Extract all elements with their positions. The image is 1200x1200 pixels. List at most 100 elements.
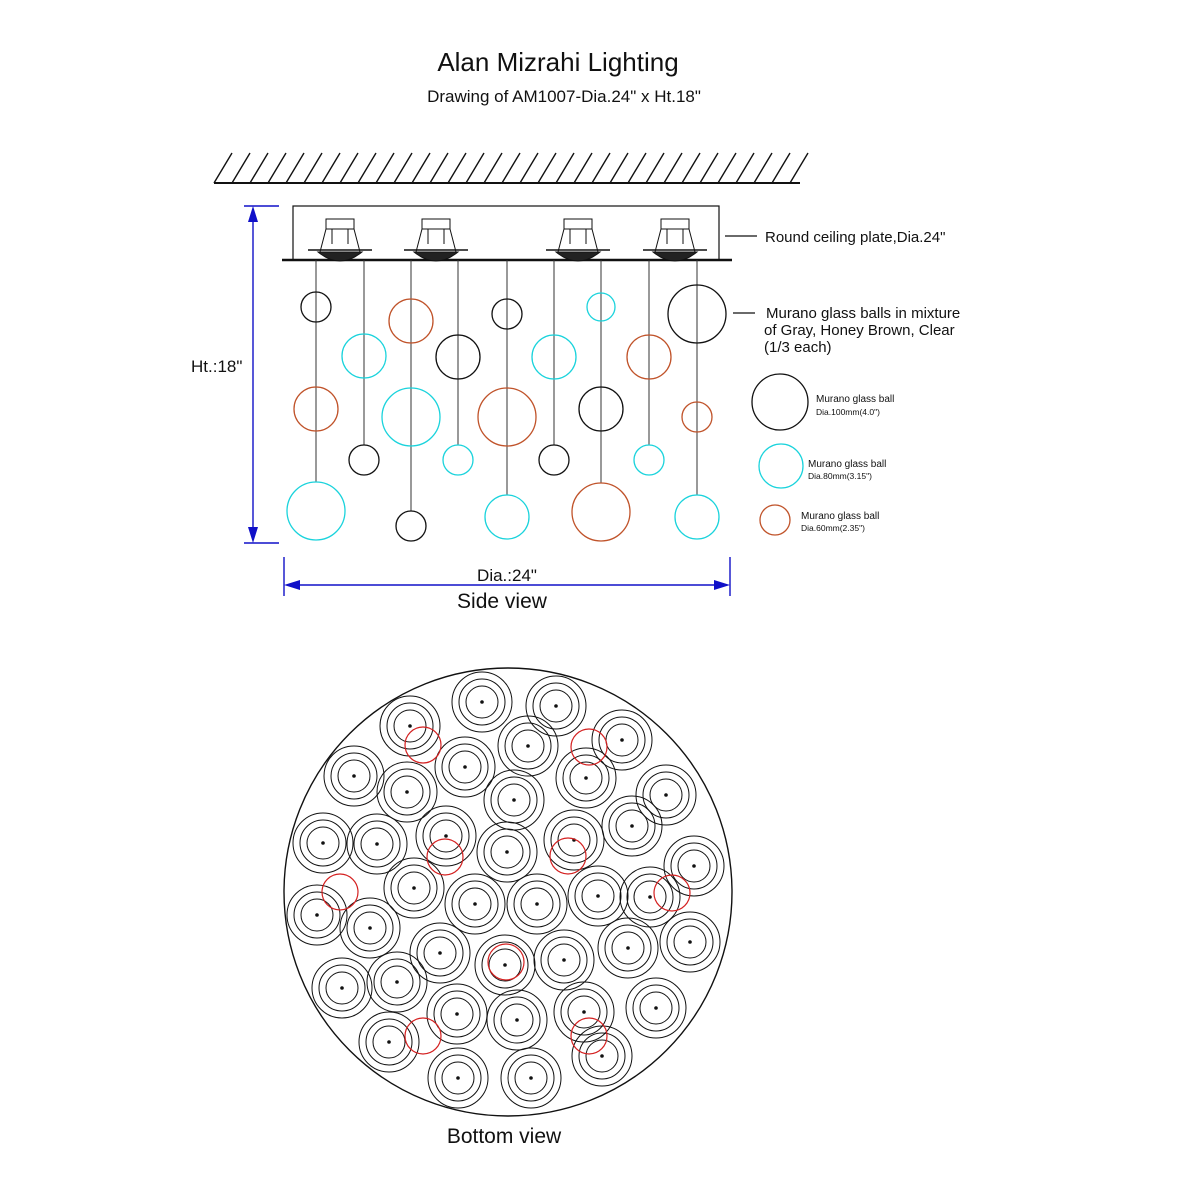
- hatch-mark: [537, 152, 557, 184]
- glass-ball: [633, 444, 665, 476]
- highlight-circle: [404, 726, 442, 764]
- ball-legend: Murano glass ball Dia.100mm(4.0") Murano…: [751, 373, 894, 536]
- lamp-fixture: [643, 218, 707, 262]
- bottom-ball: [635, 764, 697, 826]
- hatch-mark: [591, 152, 611, 184]
- bottom-ball: [506, 873, 568, 935]
- hatch-mark: [285, 152, 305, 184]
- hatch-mark: [627, 152, 647, 184]
- width-dimension: [283, 557, 731, 596]
- glass-ball: [491, 298, 523, 330]
- bottom-ball: [451, 671, 513, 733]
- bottom-ball: [659, 911, 721, 973]
- hatch-mark: [321, 152, 341, 184]
- glass-ball: [626, 334, 672, 380]
- legend-swatch-80mm: [758, 443, 804, 489]
- bottom-ball: [409, 922, 471, 984]
- glass-ball: [484, 494, 530, 540]
- bottom-ball: [601, 795, 663, 857]
- hatch-mark: [429, 152, 449, 184]
- glass-ball: [293, 386, 339, 432]
- glass-balls: [286, 284, 727, 542]
- balls-mixture-callout: Murano glass balls in mixture of Gray, H…: [733, 305, 960, 356]
- hatch-mark: [717, 152, 737, 184]
- hatch-mark: [465, 152, 485, 184]
- legend-size-100mm: Dia.100mm(4.0"): [816, 407, 880, 417]
- hatch-mark: [249, 152, 269, 184]
- glass-ball: [667, 284, 727, 344]
- bottom-ball: [427, 1047, 489, 1109]
- glass-ball: [538, 444, 570, 476]
- glass-ball: [578, 386, 624, 432]
- glass-ball: [300, 291, 332, 323]
- glass-ball: [681, 401, 713, 433]
- highlight-circle: [426, 838, 464, 876]
- bottom-ball: [625, 977, 687, 1039]
- hatch-mark: [393, 152, 413, 184]
- hatch-mark: [339, 152, 359, 184]
- lamp-fixtures: [308, 218, 707, 262]
- bottom-ball: [533, 929, 595, 991]
- lamp-fixture: [404, 218, 468, 262]
- ceiling-plate-callout: Round ceiling plate,Dia.24": [725, 229, 945, 246]
- bottom-ball: [292, 812, 354, 874]
- highlight-circle: [404, 1017, 442, 1055]
- bottom-view-canopy: [283, 667, 733, 1117]
- legend-swatch-100mm: [751, 373, 809, 431]
- hatch-mark: [213, 152, 233, 184]
- ceiling-plate-label: Round ceiling plate,Dia.24": [765, 229, 945, 246]
- glass-ball: [341, 333, 387, 379]
- bottom-ball: [497, 715, 559, 777]
- highlight-circle: [549, 837, 587, 875]
- bottom-ball: [358, 1011, 420, 1073]
- bottom-ball: [286, 884, 348, 946]
- legend-size-80mm: Dia.80mm(3.15"): [808, 471, 872, 481]
- highlight-circle: [570, 728, 608, 766]
- hatch-mark: [483, 152, 503, 184]
- hatch-mark: [411, 152, 431, 184]
- bottom-ball: [323, 745, 385, 807]
- bottom-ball: [379, 695, 441, 757]
- hatch-mark: [753, 152, 773, 184]
- bottom-ball: [474, 934, 536, 996]
- glass-ball: [442, 444, 474, 476]
- lamp-fixture: [308, 218, 372, 262]
- hatch-mark: [645, 152, 665, 184]
- bottom-ball: [543, 809, 605, 871]
- bottom-ball: [346, 813, 408, 875]
- hatch-mark: [447, 152, 467, 184]
- bottom-ball: [311, 957, 373, 1019]
- glass-ball: [348, 444, 380, 476]
- height-label: Ht.:18": [191, 357, 242, 376]
- bottom-ball: [483, 769, 545, 831]
- lamp-fixture: [546, 218, 610, 262]
- highlight-circle: [487, 943, 525, 981]
- ceiling-hatch: [213, 152, 809, 184]
- bottom-ball: [476, 821, 538, 883]
- legend-name-100mm: Murano glass ball: [816, 394, 894, 405]
- bottom-ball: [500, 1047, 562, 1109]
- pendant-wires: [315, 260, 698, 511]
- bottom-ball: [434, 736, 496, 798]
- hatch-mark: [699, 152, 719, 184]
- hatch-mark: [501, 152, 521, 184]
- glass-ball: [571, 482, 631, 542]
- bottom-ball: [444, 873, 506, 935]
- glass-ball: [531, 334, 577, 380]
- hatch-mark: [771, 152, 791, 184]
- hatch-mark: [231, 152, 251, 184]
- highlight-circle: [570, 1017, 608, 1055]
- glass-ball: [286, 481, 346, 541]
- bottom-ball: [663, 835, 725, 897]
- page-subtitle: Drawing of AM1007-Dia.24" x Ht.18": [427, 87, 701, 106]
- hatch-mark: [555, 152, 575, 184]
- bottom-ball: [426, 983, 488, 1045]
- bottom-ball: [571, 1025, 633, 1087]
- glass-ball: [388, 298, 434, 344]
- hatch-mark: [267, 152, 287, 184]
- bottom-ball: [597, 917, 659, 979]
- glass-ball: [381, 387, 441, 447]
- bottom-ball: [555, 747, 617, 809]
- bottom-view-caption: Bottom view: [447, 1125, 562, 1148]
